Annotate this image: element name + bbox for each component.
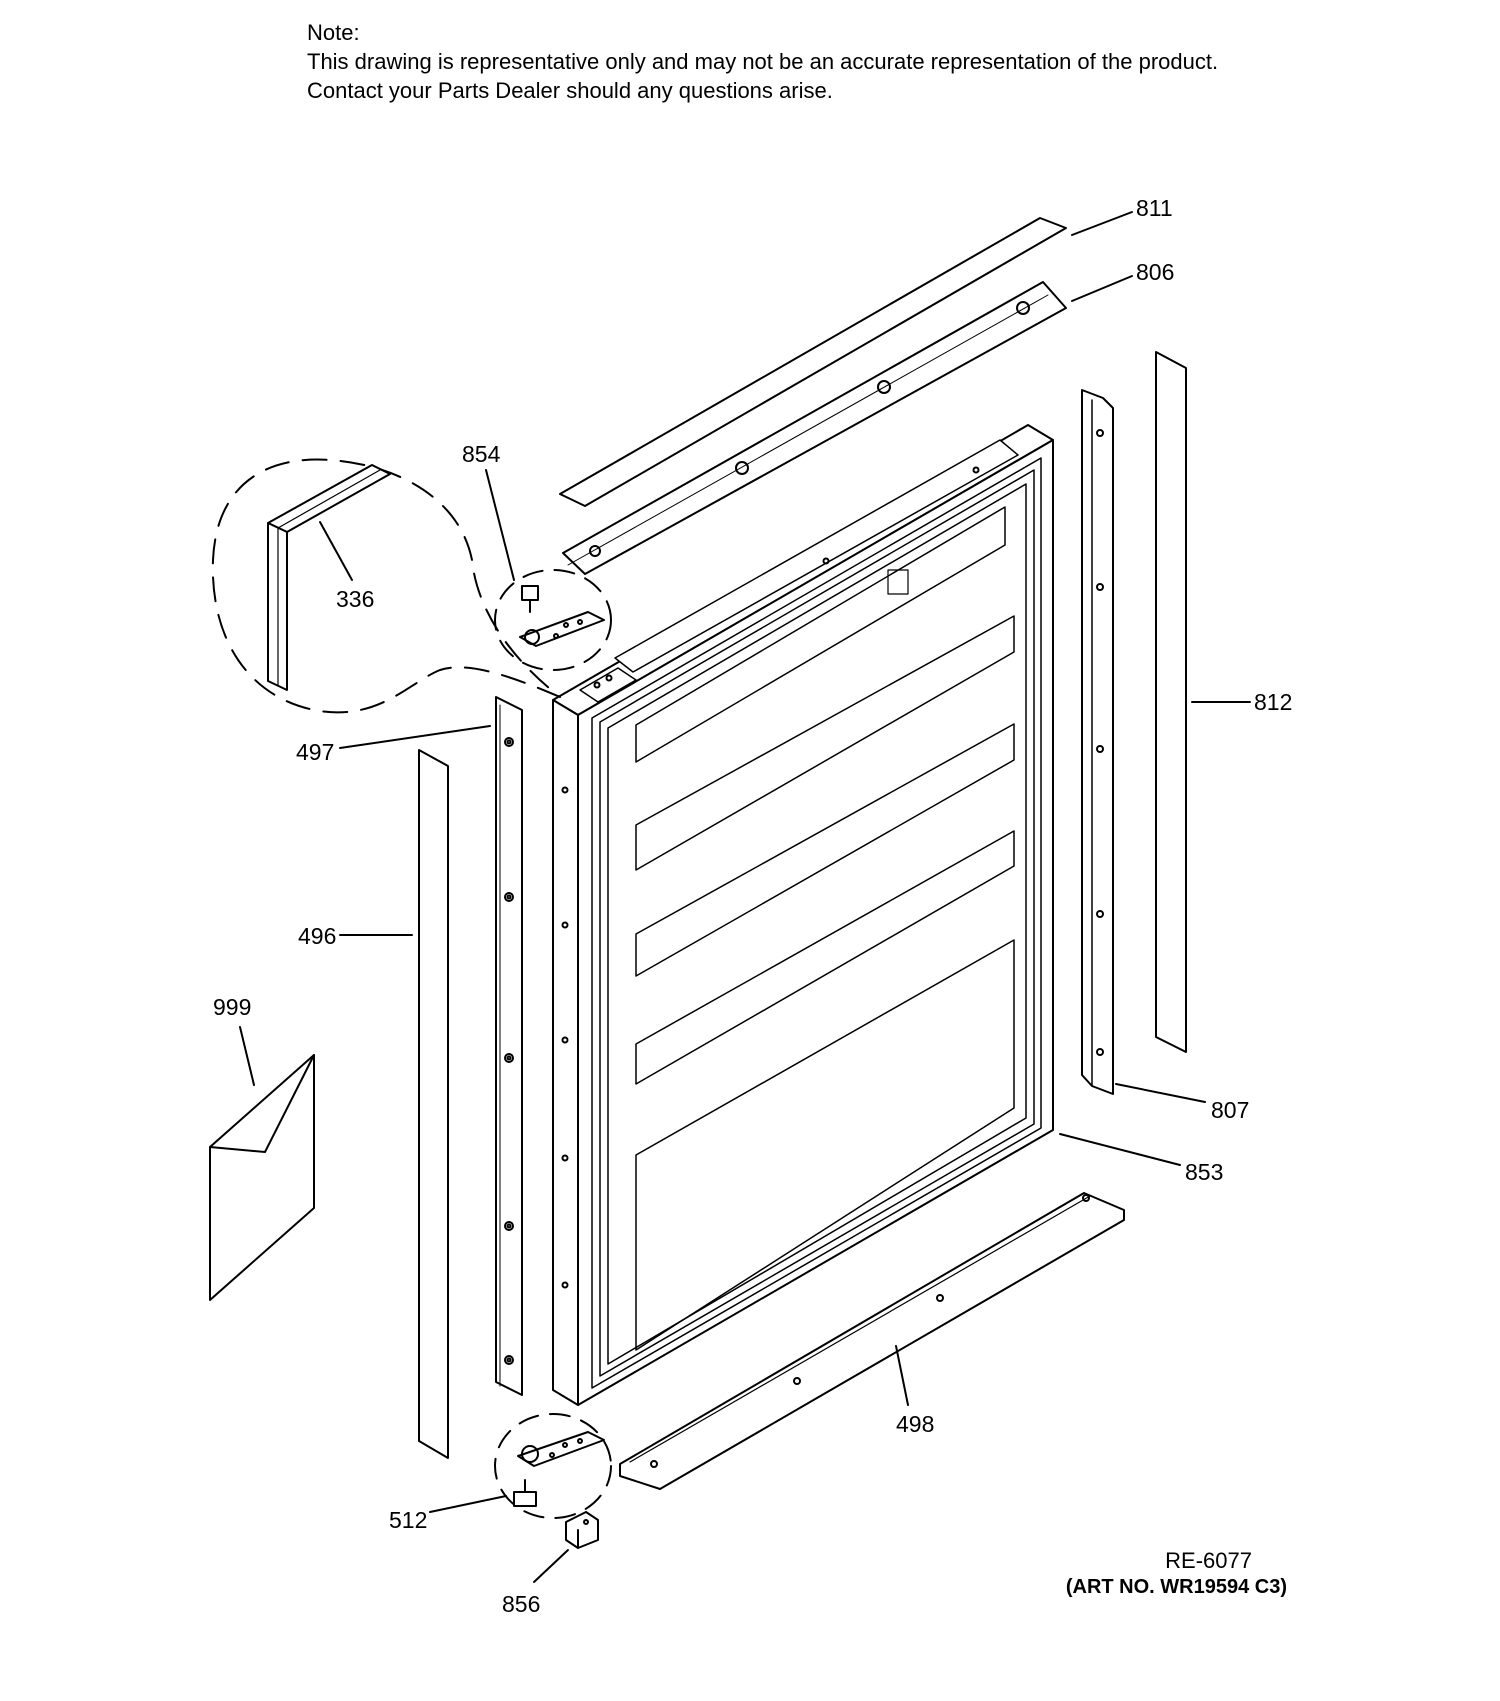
part-811-top-trim (559, 217, 1067, 507)
leader-854 (485, 469, 515, 581)
disclaimer-note: Note: This drawing is representative onl… (307, 18, 1218, 105)
callout-496: 496 (298, 923, 336, 949)
callout-807: 807 (1211, 1097, 1249, 1123)
part-496-left-strip (418, 749, 449, 1459)
callout-806: 806 (1136, 259, 1174, 285)
part-806-top-bracket (562, 281, 1067, 575)
callout-512: 512 (389, 1507, 427, 1533)
leader-336 (319, 521, 353, 581)
detail-854-top-hinge (494, 569, 612, 671)
leader-807 (1115, 1083, 1206, 1103)
callout-999: 999 (213, 994, 251, 1020)
reference-code: RE-6077 (1165, 1548, 1252, 1573)
note-line-2: Contact your Parts Dealer should any que… (307, 78, 833, 103)
part-812-right-strip (1155, 351, 1187, 1053)
leader-498 (895, 1345, 909, 1406)
note-line-1: This drawing is representative only and … (307, 49, 1219, 74)
note-heading: Note: (307, 20, 360, 45)
part-856-bracket (565, 1511, 599, 1549)
leader-853 (1059, 1133, 1181, 1166)
leader-497 (339, 725, 491, 749)
leader-512 (429, 1495, 507, 1513)
callout-811: 811 (1136, 195, 1173, 221)
callout-336: 336 (336, 586, 374, 612)
detail-336-zoom (211, 458, 561, 714)
callout-853: 853 (1185, 1159, 1223, 1185)
leader-856 (533, 1549, 569, 1583)
callout-812: 812 (1254, 689, 1292, 715)
callout-856: 856 (502, 1591, 540, 1617)
callout-labels: 811 806 854 336 812 497 496 999 807 853 … (213, 195, 1292, 1617)
part-498-bottom-trim (619, 1192, 1125, 1490)
leader-811 (1071, 211, 1133, 236)
part-999-literature (209, 1054, 315, 1301)
callout-854: 854 (462, 441, 501, 467)
leader-lines (239, 211, 1251, 1583)
callout-498: 498 (896, 1411, 934, 1437)
part-807-right-channel (1081, 389, 1114, 1095)
callout-497: 497 (296, 739, 334, 765)
door-assembly (552, 424, 1054, 1406)
leader-806 (1071, 275, 1133, 302)
art-number: (ART NO. WR19594 C3) (1065, 1576, 1287, 1598)
part-497-left-channel (495, 696, 523, 1396)
leader-999 (239, 1026, 255, 1086)
detail-512-bottom-hinge (494, 1413, 612, 1519)
